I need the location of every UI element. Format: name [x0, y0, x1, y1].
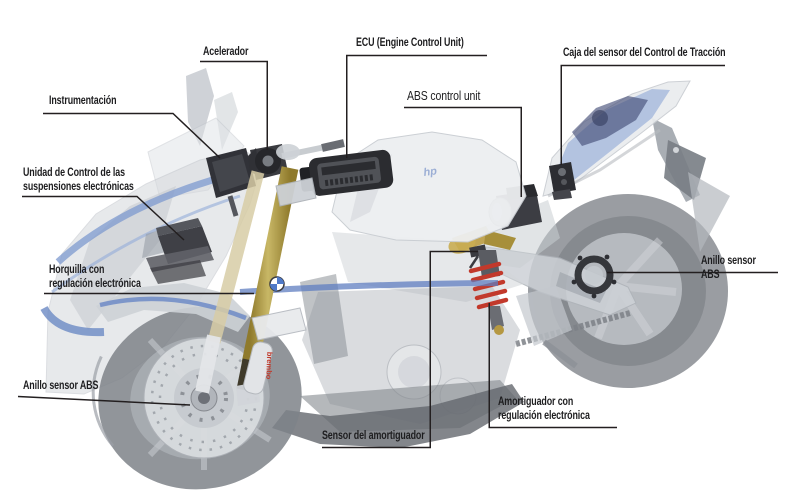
callout-instrumentacion: Instrumentación — [49, 93, 117, 107]
leader-line-unidad-control — [22, 195, 185, 241]
tank-hp-logo: hp — [423, 165, 438, 179]
leader-line-amortiguador — [488, 303, 617, 429]
leader-line-ecu — [346, 54, 487, 158]
plate-hanger — [652, 118, 730, 252]
caliper-brand-text: brembo — [264, 352, 274, 380]
leader-line-sensor-amort — [322, 250, 478, 449]
callout-sensor-amortiguador: Sensor del amortiguador — [322, 428, 425, 442]
shock-spring — [468, 261, 509, 310]
rear-abs-ring — [571, 254, 617, 299]
leader-line-instrumentacion — [43, 112, 221, 159]
callout-ecu: ECU (Engine Control Unit) — [356, 35, 464, 49]
front-brake-caliper: brembo — [243, 341, 274, 395]
callout-amortiguador: Amortiguador con regulación electrónica — [498, 394, 590, 422]
bmw-roundel-icon — [269, 276, 285, 292]
callout-horquilla: Horquilla con regulación electrónica — [49, 262, 141, 290]
front-fender — [96, 283, 250, 332]
callout-unidad-control-suspensiones: Unidad de Control de las suspensiones el… — [23, 165, 134, 193]
leader-line-abs-control-unit — [404, 106, 522, 197]
handlebar — [276, 139, 345, 160]
traction-sensor-module — [549, 162, 576, 200]
front-abs-ring — [190, 384, 218, 412]
instrument-cluster-module — [206, 148, 256, 217]
callout-abs-control-unit: ABS control unit — [407, 89, 481, 103]
callout-anillo-sensor-abs-delantero: Anillo sensor ABS — [23, 378, 99, 392]
leader-line-caja-traccion — [560, 64, 725, 165]
callout-anillo-sensor-abs-trasero: Anillo sensor ABS — [701, 253, 756, 281]
callout-acelerador: Acelerador — [203, 44, 249, 58]
callout-caja-sensor-traccion: Caja del sensor del Control de Tracción — [563, 45, 726, 59]
suspension-control-module — [146, 218, 214, 284]
leader-line-anillo-delantero — [17, 395, 191, 406]
front-wheel — [91, 306, 302, 490]
leader-line-acelerador — [200, 60, 268, 150]
